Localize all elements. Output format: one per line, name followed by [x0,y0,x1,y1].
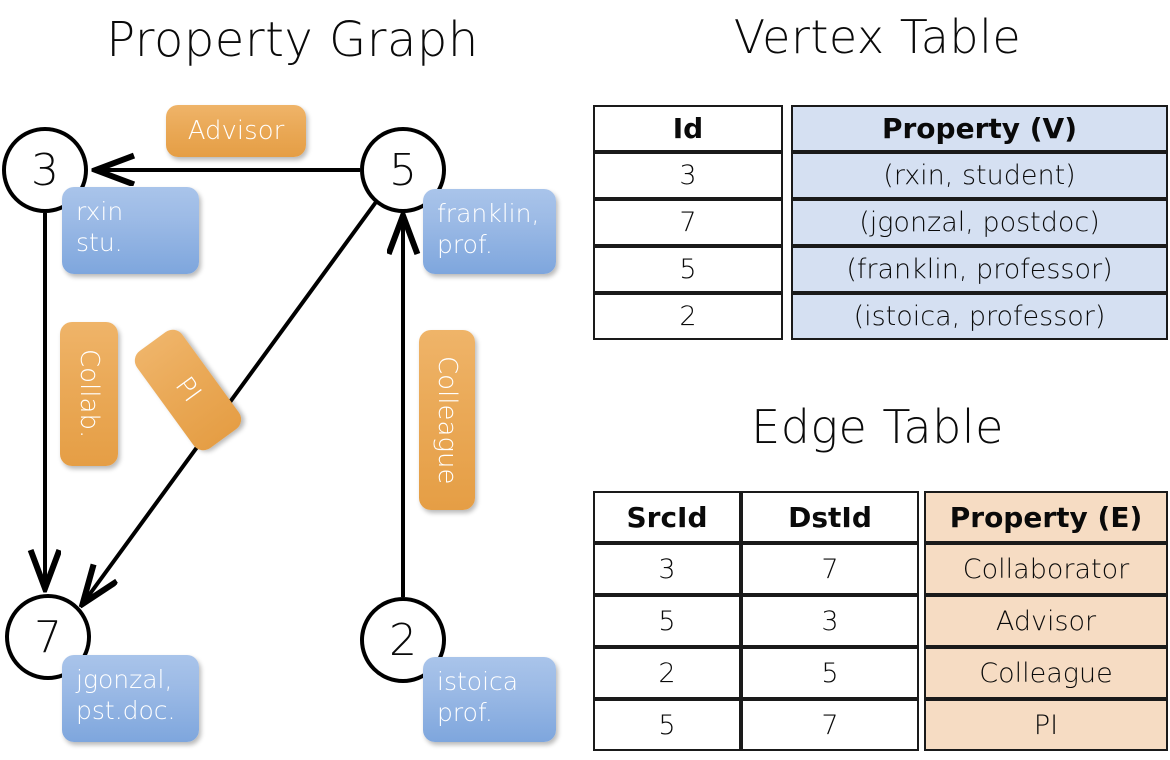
vertex-table-gutter [783,293,791,340]
table-row[interactable]: 5 (franklin, professor) [593,246,1168,293]
vertex-property-2-line1: istoica [437,667,519,696]
edge-table-header-dstid: DstId [741,491,919,543]
edge-row-3-dst: 7 [741,699,919,751]
edge-row-0-src: 3 [593,543,741,595]
vertex-node-7-label: 7 [34,611,62,663]
vertex-property-3-line1: rxin [76,197,124,226]
page-title-property-graph: Property Graph [106,12,479,68]
vertex-table-header-row: Id Property (V) [593,105,1168,152]
vertex-table-gutter [783,152,791,199]
edge-row-1-dst: 3 [741,595,919,647]
edge-table-gutter [919,543,924,595]
vertex-table-gutter [783,199,791,246]
vertex-property-7-line2: pst.doc. [76,695,176,725]
table-row[interactable]: 5 7 PI [593,699,1168,751]
edge-table-header-srcid: SrcId [593,491,741,543]
property-graph-panel: Property Graph 3 5 7 2 rxin stu. frankli… [2,12,556,742]
table-row[interactable]: 5 3 Advisor [593,595,1168,647]
vertex-node-5[interactable]: 5 [360,127,446,213]
vertex-row-3-property: (istoica, professor) [791,293,1168,340]
vertex-row-1-id: 7 [593,199,783,246]
vertex-table-header-property: Property (V) [791,105,1168,152]
vertex-property-badge-3[interactable]: rxin stu. [62,187,199,274]
edge-table: SrcId DstId Property (E) 3 7 Collaborato… [593,491,1168,751]
vertex-property-3-line2: stu. [76,227,123,257]
vertex-property-2-line2: prof. [437,697,493,727]
edge-row-1-property: Advisor [924,595,1168,647]
table-row[interactable]: 7 (jgonzal, postdoc) [593,199,1168,246]
vertex-node-3-label: 3 [31,144,59,196]
vertex-row-3-id: 2 [593,293,783,340]
edge-table-gutter [919,491,924,543]
edge-row-0-dst: 7 [741,543,919,595]
table-row[interactable]: 3 (rxin, student) [593,152,1168,199]
edge-table-header-property: Property (E) [924,491,1168,543]
edge-property-colleague-label: Colleague [432,355,462,485]
vertex-table: Id Property (V) 3 (rxin, student) 7 (jgo… [593,105,1168,340]
edge-property-advisor-label: Advisor [187,116,285,146]
vertex-node-5-label: 5 [389,144,417,196]
edge-row-3-property: PI [924,699,1168,751]
vertex-row-0-id: 3 [593,152,783,199]
edge-table-gutter [919,699,924,751]
vertex-property-7-line1: jgonzal, [76,665,173,694]
vertex-property-5-line2: prof. [437,229,493,259]
vertex-row-2-id: 5 [593,246,783,293]
vertex-node-2-label: 2 [389,614,417,666]
vertex-table-gutter [783,246,791,293]
edge-row-3-src: 5 [593,699,741,751]
edge-property-collab-label: Collab. [74,349,104,439]
table-row[interactable]: 3 7 Collaborator [593,543,1168,595]
vertex-property-badge-2[interactable]: istoica prof. [423,657,556,742]
edge-row-0-property: Collaborator [924,543,1168,595]
table-row[interactable]: 2 (istoica, professor) [593,293,1168,340]
edge-property-pi-label: PI [168,371,207,409]
edge-row-2-dst: 5 [741,647,919,699]
vertex-table-header-id: Id [593,105,783,152]
vertex-table-gutter [783,105,791,152]
edge-property-badge-colleague[interactable]: Colleague [419,330,475,510]
page-title-vertex-table: Vertex Table [733,10,1022,64]
edge-table-header-row: SrcId DstId Property (E) [593,491,1168,543]
edge-table-gutter [919,595,924,647]
vertex-property-badge-7[interactable]: jgonzal, pst.doc. [62,655,199,742]
vertex-row-2-property: (franklin, professor) [791,246,1168,293]
vertex-property-badge-5[interactable]: franklin, prof. [423,189,556,274]
edge-property-badge-advisor[interactable]: Advisor [166,105,306,157]
vertex-row-0-property: (rxin, student) [791,152,1168,199]
page-title-edge-table: Edge Table [751,400,1004,454]
edge-row-2-property: Colleague [924,647,1168,699]
vertex-property-5-line1: franklin, [437,199,540,228]
vertex-row-1-property: (jgonzal, postdoc) [791,199,1168,246]
vertex-node-2[interactable]: 2 [360,597,446,683]
table-row[interactable]: 2 5 Colleague [593,647,1168,699]
edge-row-1-src: 5 [593,595,741,647]
edge-table-gutter [919,647,924,699]
edge-property-badge-collab[interactable]: Collab. [60,322,118,466]
edge-row-2-src: 2 [593,647,741,699]
